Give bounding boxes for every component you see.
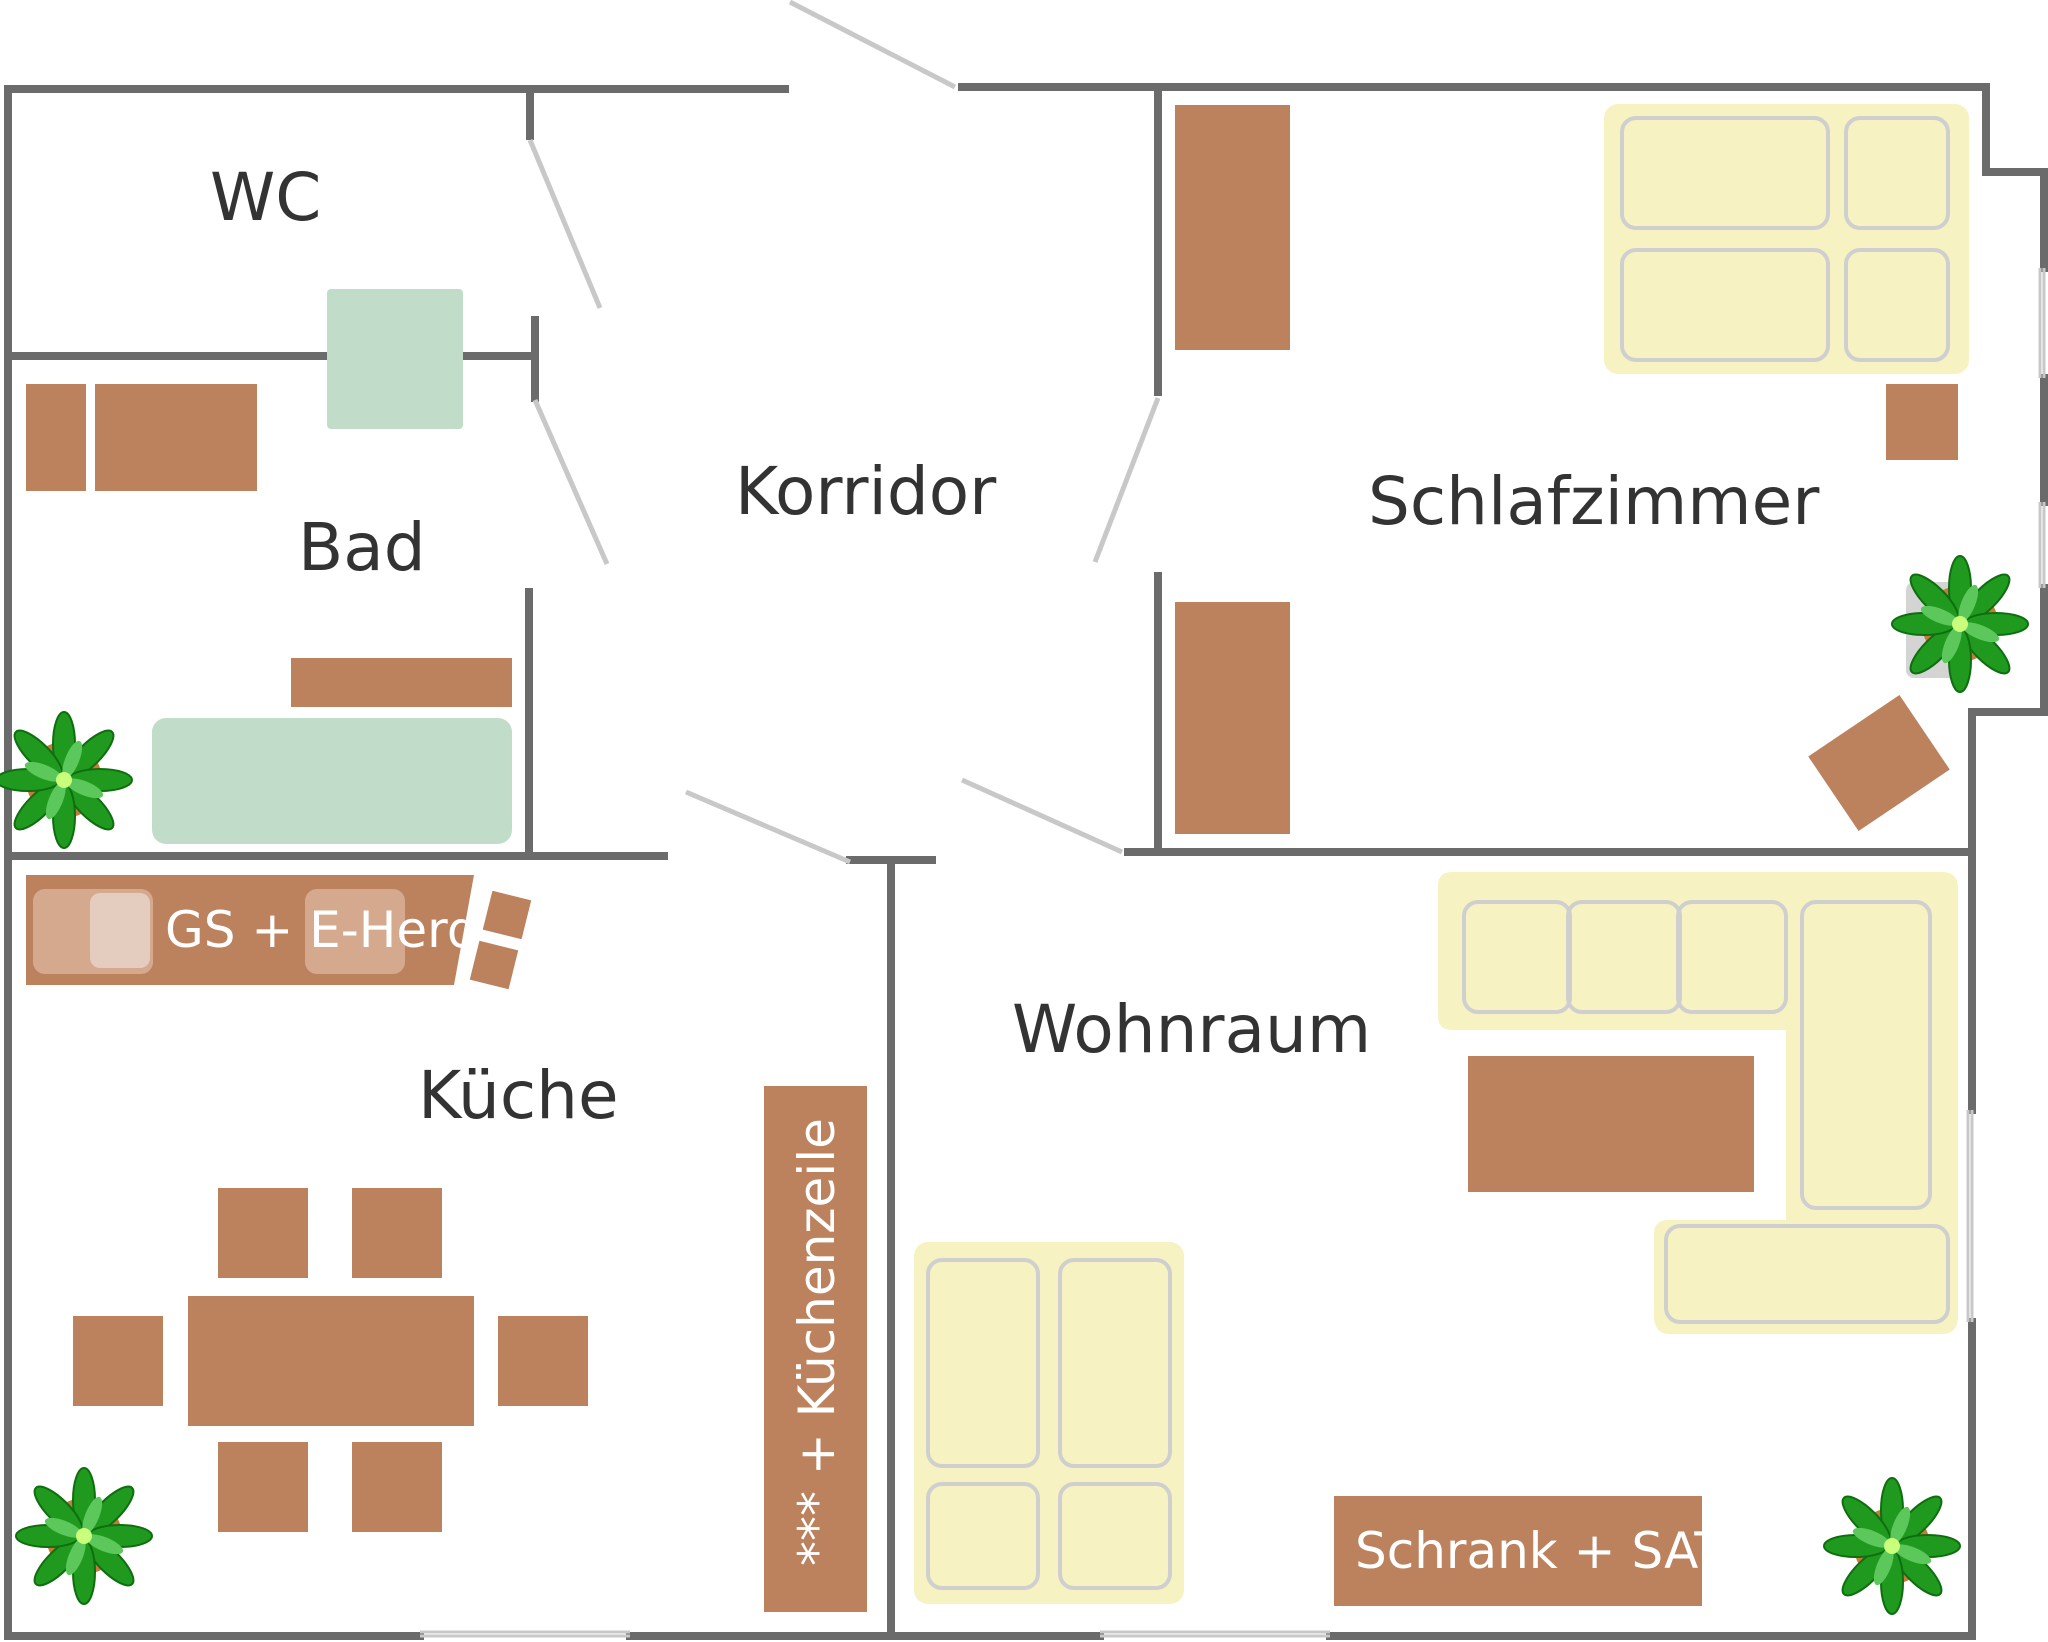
label-tv-cabinet: Schrank + SAT TV xyxy=(1355,1522,1806,1580)
dining-table xyxy=(188,1296,474,1426)
label-kitchen-row: *** + Küchenzeile xyxy=(788,1118,846,1566)
room-label-kueche: Küche xyxy=(418,1057,619,1134)
chair xyxy=(352,1442,442,1532)
room-label-schlafzimmer: Schlafzimmer xyxy=(1368,463,1820,540)
room-label-wc: WC xyxy=(210,159,321,236)
chair xyxy=(498,1316,588,1406)
room-label-korridor: Korridor xyxy=(735,453,997,530)
shower xyxy=(327,289,463,429)
bad-fixtures xyxy=(26,289,512,844)
room-label-bad: Bad xyxy=(298,509,426,586)
wardrobe-top xyxy=(1175,105,1290,350)
coffee-table xyxy=(1468,1056,1754,1192)
bad-cabinet xyxy=(95,384,257,491)
chair xyxy=(218,1442,308,1532)
corner-sofa xyxy=(1438,872,1958,1334)
chair xyxy=(352,1188,442,1278)
kueche-furniture xyxy=(26,875,867,1612)
nightstand xyxy=(1886,384,1958,460)
label-stove: GS + E-Herd xyxy=(165,901,479,959)
potted-plant-icon xyxy=(0,711,133,849)
bad-shelf xyxy=(291,658,512,707)
windows xyxy=(420,268,2046,1638)
tv-cabinet xyxy=(1334,1496,1702,1606)
bathtub xyxy=(152,718,512,844)
bad-cabinet-small xyxy=(26,384,86,491)
potted-plant-icon xyxy=(15,1467,153,1605)
double-bed xyxy=(1604,104,1969,374)
kitchen-row xyxy=(764,1086,867,1612)
chair xyxy=(73,1316,163,1406)
potted-plant-icon xyxy=(1823,1477,1961,1615)
potted-plant-icon xyxy=(1891,555,2029,693)
schlaf-chair xyxy=(1808,694,1950,832)
schlafzimmer-furniture xyxy=(1175,104,1969,834)
wardrobe-bottom xyxy=(1175,602,1290,834)
room-label-wohnraum: Wohnraum xyxy=(1012,991,1371,1068)
sofa-left xyxy=(914,1242,1184,1604)
walls xyxy=(4,83,2048,1640)
doors xyxy=(527,0,1161,865)
chair xyxy=(218,1188,308,1278)
wohnraum-furniture xyxy=(914,872,1958,1606)
